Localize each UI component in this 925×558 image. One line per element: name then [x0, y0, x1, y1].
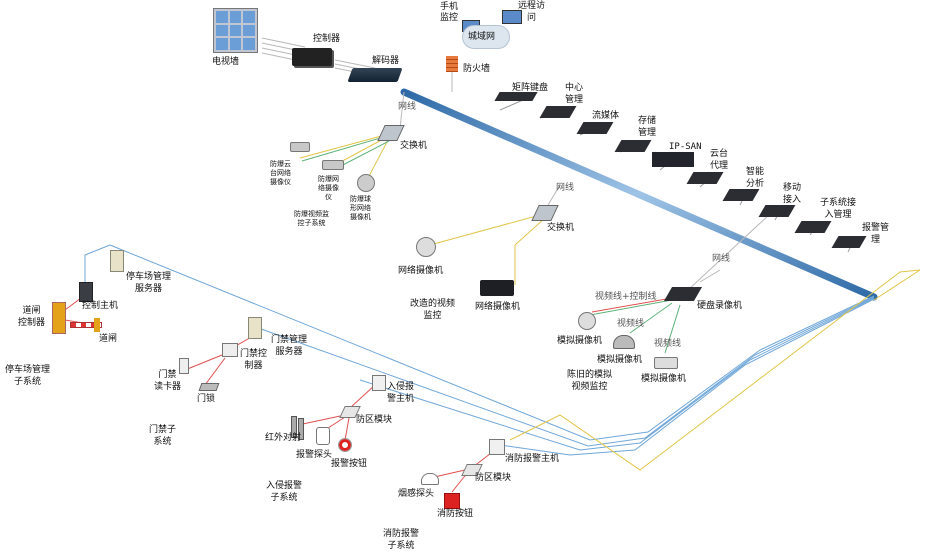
mobile-monitor-label: 手机 监控	[440, 2, 459, 23]
net-line-label-2: 网线	[556, 183, 575, 193]
decoder-icon	[347, 68, 403, 82]
barrier-post-icon	[94, 318, 100, 332]
net-line-label-1: 网线	[398, 102, 417, 112]
analog-cam-1-label: 模拟摄像机	[557, 336, 603, 346]
remote-access-label: 远程访 问	[518, 1, 546, 23]
ptz-proxy-label: 云台 代理	[710, 149, 729, 171]
firewall-icon	[446, 56, 458, 72]
tv-wall-label: 电视墙	[212, 57, 240, 67]
intrusion-host-icon	[372, 375, 386, 391]
retrofit-video-label: 改造的视频 监控	[410, 299, 456, 321]
alarm-detector-icon	[316, 427, 330, 445]
defense-module-1-label: 防区模块	[356, 415, 393, 425]
explosion-ptz-icon	[290, 142, 310, 152]
decoder-label: 解码器	[372, 56, 400, 66]
explosion-dome-icon	[357, 174, 375, 192]
controller-icon	[292, 48, 332, 66]
fire-subsystem-label: 消防报警 子系统	[383, 529, 420, 551]
parking-server-icon	[110, 250, 124, 272]
explosion-dome-label: 防爆球 形网络 摄像机	[350, 195, 371, 221]
fire-button-icon	[444, 493, 460, 509]
access-server-icon	[248, 317, 262, 339]
video-control-line-label: 视频线+控制线	[595, 292, 657, 302]
fire-host-label: 消防报警主机	[505, 454, 560, 464]
explosion-cam-label: 防爆网 络摄像 仪	[318, 175, 339, 201]
laptop-icon	[502, 10, 522, 24]
control-host-label: 控制主机	[82, 301, 119, 311]
access-controller-icon	[222, 343, 238, 357]
controller-label: 控制器	[313, 34, 341, 44]
access-subsystem-label: 门禁子 系统	[149, 425, 177, 447]
cloud-icon	[462, 25, 510, 49]
metro-net-label: 城域网	[468, 32, 496, 42]
intrusion-subsystem-label: 入侵报警 子系统	[266, 481, 303, 503]
barrier-label: 道闸	[99, 334, 118, 344]
video-line-label-2: 视频线	[654, 339, 682, 349]
net-camera-1-icon	[416, 237, 436, 257]
intrusion-host-label: 入侵报 警主机	[387, 382, 415, 404]
explosion-system-label: 防爆视频监 控子系统	[294, 210, 329, 227]
alarm-button-label: 报警按钮	[331, 459, 368, 469]
explosion-ptz-label: 防爆云 台网络 摄像仪	[270, 160, 291, 186]
door-lock-label: 门锁	[197, 394, 216, 404]
tv-wall-icon	[213, 8, 258, 53]
barrier-controller-label: 道闸 控制器	[18, 306, 46, 328]
analog-cam-2-icon	[613, 335, 635, 349]
alarm-button-icon	[338, 438, 352, 452]
analog-cam-3-icon	[654, 357, 678, 369]
parking-server-label: 停车场管理 服务器	[126, 272, 172, 294]
streaming-label: 流媒体	[592, 111, 620, 121]
video-line-label-1: 视频线	[617, 319, 645, 329]
fire-button-label: 消防按钮	[437, 509, 474, 519]
net-camera-2-icon	[480, 280, 514, 296]
ir-beam-label: 红外对射	[265, 433, 302, 443]
net-camera-2-label: 网络摄像机	[475, 302, 521, 312]
barrier-controller-icon	[52, 302, 66, 334]
door-lock-icon	[198, 383, 220, 391]
parking-subsystem-label: 停车场管理 子系统	[5, 365, 51, 387]
explosion-cam-icon	[322, 160, 344, 170]
switch2-wires	[429, 214, 546, 285]
explosion-wires	[299, 134, 389, 179]
smoke-detector-icon	[421, 473, 439, 485]
ir-beam-icon-2	[298, 418, 304, 440]
legacy-analog-label: 陈旧的模拟 视频监控	[567, 370, 613, 392]
access-reader-icon	[179, 358, 189, 374]
smoke-detector-label: 烟感探头	[398, 489, 435, 499]
fire-host-icon	[489, 439, 505, 455]
backbone-cable	[400, 88, 878, 301]
center-mgmt-label: 中心 管理	[565, 83, 584, 105]
switch-1-label: 交换机	[400, 141, 428, 151]
smart-analysis-label: 智能 分析	[746, 167, 765, 189]
net-line-label-3: 网线	[712, 254, 731, 264]
alarm-detector-label: 报警探头	[296, 450, 333, 460]
ipsan-label: IP-SAN	[669, 142, 702, 152]
storage-mgmt-label: 存储 管理	[638, 116, 657, 138]
switch-2-label: 交换机	[547, 223, 575, 233]
fire-yellow-line	[509, 269, 921, 471]
access-controller-label: 门禁控 制器	[240, 349, 268, 371]
access-server-label: 门禁管理 服务器	[271, 335, 308, 357]
ipsan-icon	[652, 152, 694, 167]
dvr-label: 硬盘录像机	[697, 301, 743, 311]
net-camera-1-label: 网络摄像机	[398, 266, 444, 276]
alarm-mgmt-label: 报警管 理	[862, 223, 890, 245]
mobile-access-label: 移动 接入	[783, 183, 802, 205]
barrier-icon	[70, 322, 102, 328]
analog-cam-3-label: 模拟摄像机	[641, 374, 687, 384]
ir-beam-icon	[291, 416, 297, 438]
control-host-icon	[79, 282, 93, 302]
long-blue-lines	[84, 244, 875, 456]
defense-module-2-label: 防区模块	[475, 473, 512, 483]
firewall-label: 防火墙	[463, 64, 491, 74]
matrix-keyboard-label: 矩阵键盘	[512, 83, 549, 93]
analog-cam-2-label: 模拟摄像机	[597, 355, 643, 365]
subsystem-mgmt-label: 子系统接 入管理	[820, 198, 857, 220]
access-reader-label: 门禁 读卡器	[154, 370, 182, 392]
analog-cam-1-icon	[578, 312, 596, 330]
